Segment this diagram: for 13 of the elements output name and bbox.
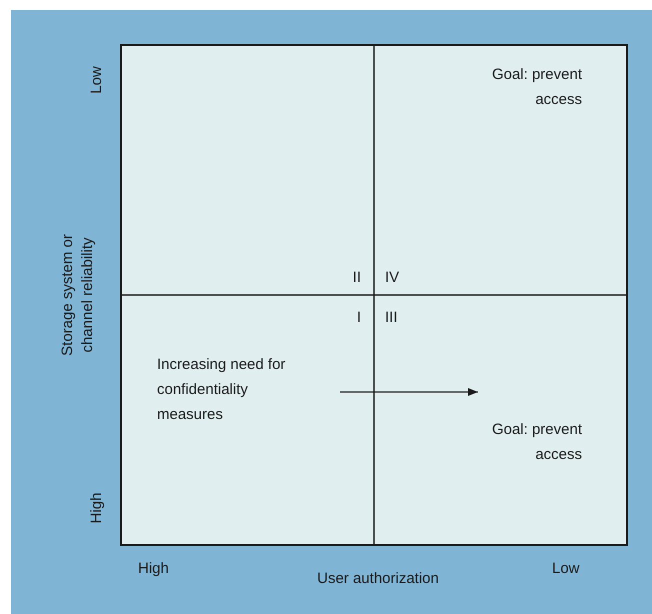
axis-end-label: High xyxy=(87,492,106,526)
axis-end-label: Low xyxy=(552,559,581,579)
quadrant-goal-text: Goal: prevent access xyxy=(490,65,582,110)
axis-end-label: Low xyxy=(87,65,106,96)
axis-title: Storage system or channel reliability xyxy=(58,233,97,358)
quadrant-number: IV xyxy=(385,268,400,288)
quadrant-number: III xyxy=(385,308,399,328)
quadrant-number: II xyxy=(352,268,361,288)
quadrant-number: I xyxy=(356,308,361,328)
axis-end-label: High xyxy=(138,559,170,579)
quadrant-goal-text: Goal: prevent access xyxy=(490,420,582,465)
annotation-text: Increasing need for confidentiality measures xyxy=(157,355,286,425)
axis-title: User authorization xyxy=(316,569,440,589)
